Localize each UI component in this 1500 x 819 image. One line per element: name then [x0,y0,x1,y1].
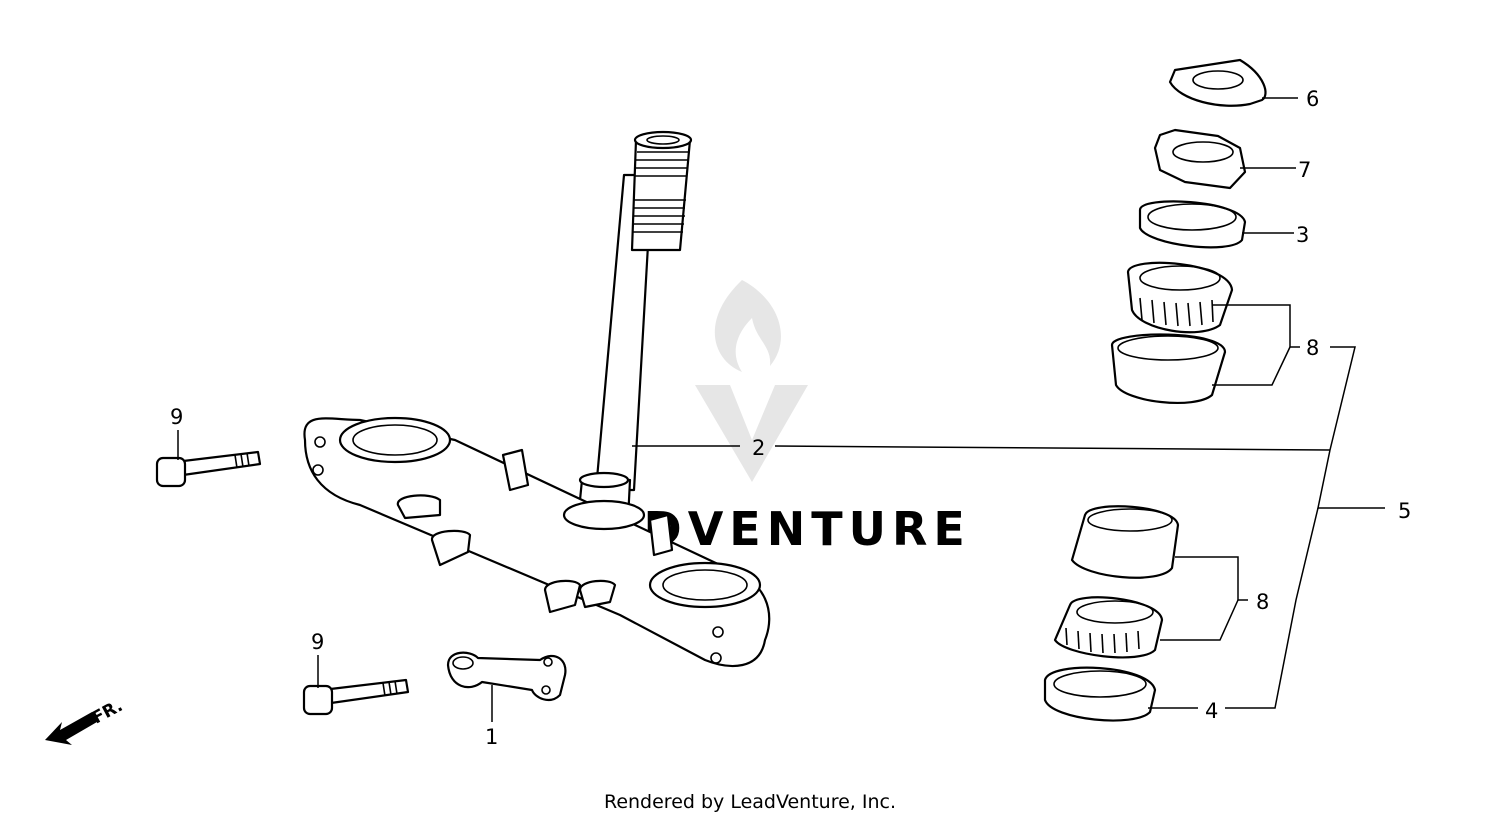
callout-2: 2 [752,436,765,460]
callout-5: 5 [1398,499,1411,523]
callout-1: 1 [485,725,498,749]
dust-seal-upper [1138,200,1247,249]
lower-bearing [1053,596,1164,659]
steering-stem [576,130,693,522]
bolt-lower [302,678,410,716]
upper-bearing [1126,261,1234,334]
callout-9-upper: 9 [170,405,183,429]
callout-3: 3 [1296,223,1309,247]
bolt-upper [155,450,262,488]
watermark-logo-icon [695,280,808,482]
callout-9-lower: 9 [311,630,324,654]
leader-lines [177,97,1385,722]
front-arrow-icon [45,712,97,745]
callout-6: 6 [1306,87,1319,111]
front-marker-label: FR. [89,696,126,728]
cable-guide [446,651,567,702]
lock-washer [1168,58,1267,107]
callout-4: 4 [1205,699,1218,723]
upper-race [1110,333,1227,405]
lock-nut [1153,128,1247,190]
callout-7: 7 [1298,158,1311,182]
callout-8-upper: 8 [1306,336,1319,360]
bottom-bridge [303,416,771,668]
callout-8-lower: 8 [1256,590,1269,614]
dust-seal-lower [1043,666,1157,722]
lower-race [1070,505,1180,579]
footer-credit: Rendered by LeadVenture, Inc. [604,791,896,813]
